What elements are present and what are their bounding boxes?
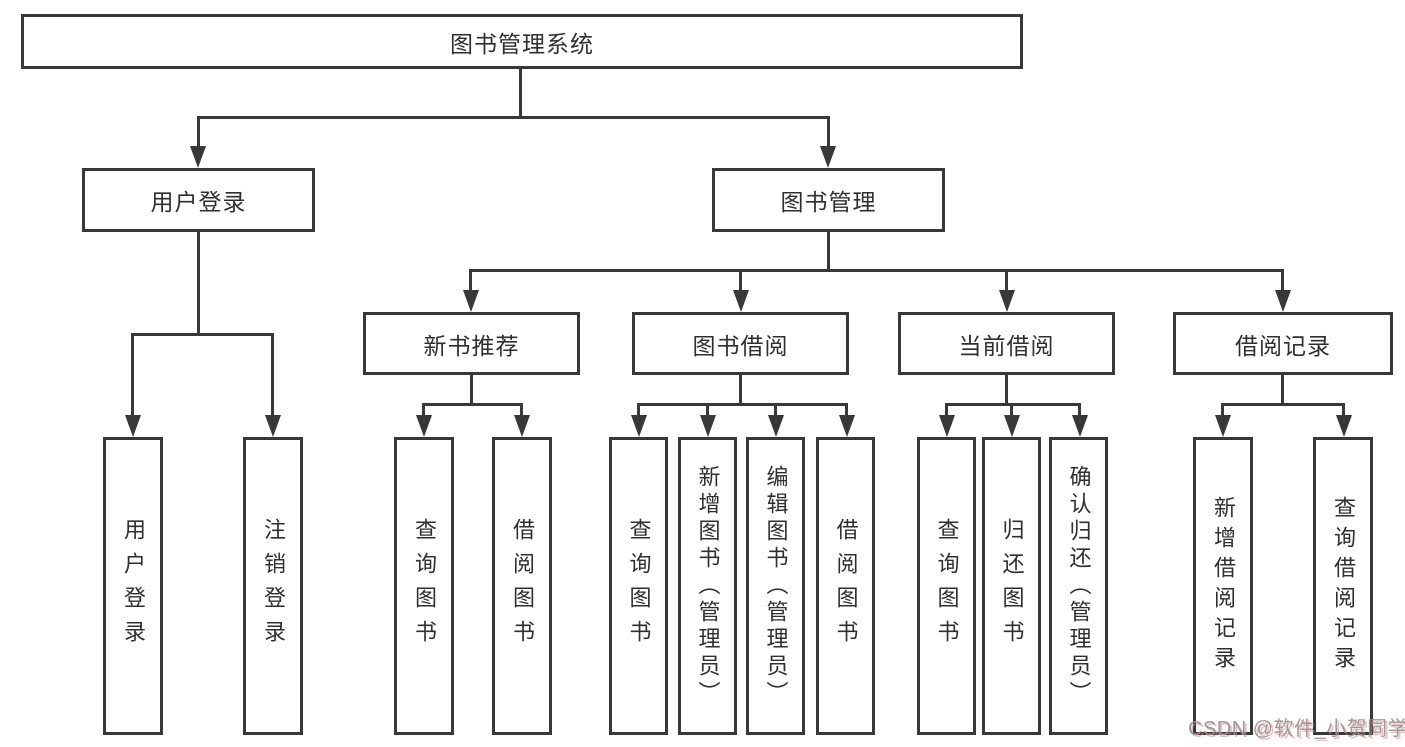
node-leaf-logout: 注销登录: [243, 437, 303, 735]
connector-bar: [637, 403, 848, 406]
node-new-book-rec: 新书推荐: [363, 312, 580, 375]
leaf-label: 查询图书: [412, 518, 437, 654]
leaf-label: 确认归还（管理员）: [1066, 464, 1092, 708]
node-leaf-query-record: 查询借阅记录: [1313, 437, 1373, 735]
leaf-label: 归还图书: [999, 518, 1025, 654]
arrowhead-down-icon: [768, 415, 784, 437]
arrowhead-down-icon: [190, 146, 206, 168]
connector-user-login-down: [197, 232, 200, 336]
arrowhead-down-icon: [700, 415, 716, 437]
connector-leaf-stem: [706, 403, 709, 417]
connector-leaf-stem: [422, 403, 425, 417]
connector-user-login-stem: [197, 116, 200, 150]
connector-book-mgmt-bar: [469, 269, 1284, 272]
leaf-label: 新增图书（管理员）: [695, 464, 721, 708]
connector-root-stem: [519, 69, 522, 117]
leaf-label: 借阅图书: [510, 518, 535, 654]
arrowhead-down-icon: [820, 146, 836, 168]
node-borrow-record-label: 借阅记录: [1235, 332, 1331, 359]
arrowhead-down-icon: [1275, 290, 1291, 312]
arrowhead-down-icon: [1072, 415, 1088, 437]
node-book-mgmt-label: 图书管理: [780, 189, 877, 215]
node-book-borrow-label: 图书借阅: [692, 332, 789, 359]
node-user-login: 用户登录: [82, 168, 315, 232]
leaf-label: 查询图书: [934, 518, 960, 654]
connector-leaf-stem: [845, 403, 848, 417]
connector-l3-stem: [469, 269, 472, 294]
connector-leaf-stem: [1221, 403, 1224, 417]
node-user-login-label: 用户登录: [150, 189, 247, 215]
arrowhead-down-icon: [939, 415, 955, 437]
node-leaf-user-login: 用户登录: [103, 437, 163, 735]
leaf-label: 用户登录: [121, 518, 146, 654]
arrowhead-down-icon: [416, 415, 432, 437]
node-current-borrow: 当前借阅: [898, 312, 1115, 375]
node-book-mgmt: 图书管理: [712, 168, 945, 232]
connector-bar: [422, 403, 523, 406]
connector-down: [1281, 375, 1284, 406]
node-leaf-query-book-2: 查询图书: [609, 437, 668, 735]
arrowhead-down-icon: [1004, 415, 1020, 437]
node-leaf-borrow-book-1: 借阅图书: [492, 437, 552, 735]
connector-l3-stem: [1005, 269, 1008, 294]
connector-leaf-stem: [945, 403, 948, 417]
connector-user-login-bar: [131, 333, 274, 336]
node-leaf-add-record: 新增借阅记录: [1193, 437, 1253, 735]
connector-down: [739, 375, 742, 406]
connector-book-mgmt-stem: [827, 116, 830, 150]
arrowhead-down-icon: [1336, 415, 1352, 437]
node-root-label: 图书管理系统: [450, 30, 594, 57]
connector-bar: [1221, 403, 1345, 406]
connector-leaf-stem: [131, 333, 134, 417]
arrowhead-down-icon: [733, 290, 749, 312]
arrowhead-down-icon: [839, 415, 855, 437]
node-new-book-rec-label: 新书推荐: [423, 332, 520, 359]
csdn-watermark: CSDN @软件_小贺同学: [1188, 718, 1405, 740]
leaf-label: 借阅图书: [833, 518, 859, 654]
leaf-label: 查询借阅记录: [1331, 496, 1356, 676]
connector-leaf-stem: [271, 333, 274, 417]
connector-l3-stem: [1281, 269, 1284, 294]
leaf-label: 注销登录: [261, 518, 286, 654]
arrowhead-down-icon: [514, 415, 530, 437]
node-leaf-query-book-3: 查询图书: [917, 437, 976, 735]
node-leaf-query-book-1: 查询图书: [394, 437, 454, 735]
connector-leaf-stem: [520, 403, 523, 417]
connector-l3-stem: [739, 269, 742, 294]
arrowhead-down-icon: [265, 415, 281, 437]
node-current-borrow-label: 当前借阅: [958, 332, 1055, 359]
connector-leaf-stem: [637, 403, 640, 417]
arrowhead-down-icon: [631, 415, 647, 437]
node-root: 图书管理系统: [21, 14, 1023, 69]
node-leaf-borrow-book-2: 借阅图书: [816, 437, 875, 735]
leaf-label: 查询图书: [626, 518, 652, 654]
connector-leaf-stem: [1010, 403, 1013, 417]
node-leaf-add-book: 新增图书（管理员）: [678, 437, 737, 735]
connector-down: [470, 375, 473, 406]
connector-bar: [945, 403, 1081, 406]
node-borrow-record: 借阅记录: [1173, 312, 1393, 375]
arrowhead-down-icon: [1215, 415, 1231, 437]
node-leaf-edit-book: 编辑图书（管理员）: [746, 437, 805, 735]
node-leaf-confirm-return: 确认归还（管理员）: [1049, 437, 1108, 735]
arrowhead-down-icon: [125, 415, 141, 437]
connector-leaf-stem: [1342, 403, 1345, 417]
connector-leaf-stem: [1078, 403, 1081, 417]
leaf-label: 新增借阅记录: [1211, 496, 1236, 676]
arrowhead-down-icon: [463, 290, 479, 312]
connector-down: [1005, 375, 1008, 406]
node-leaf-return-book: 归还图书: [982, 437, 1041, 735]
arrowhead-down-icon: [999, 290, 1015, 312]
node-book-borrow: 图书借阅: [632, 312, 849, 375]
leaf-label: 编辑图书（管理员）: [763, 464, 789, 708]
connector-root-bar: [197, 116, 830, 119]
connector-leaf-stem: [774, 403, 777, 417]
connector-book-mgmt-down: [827, 232, 830, 271]
